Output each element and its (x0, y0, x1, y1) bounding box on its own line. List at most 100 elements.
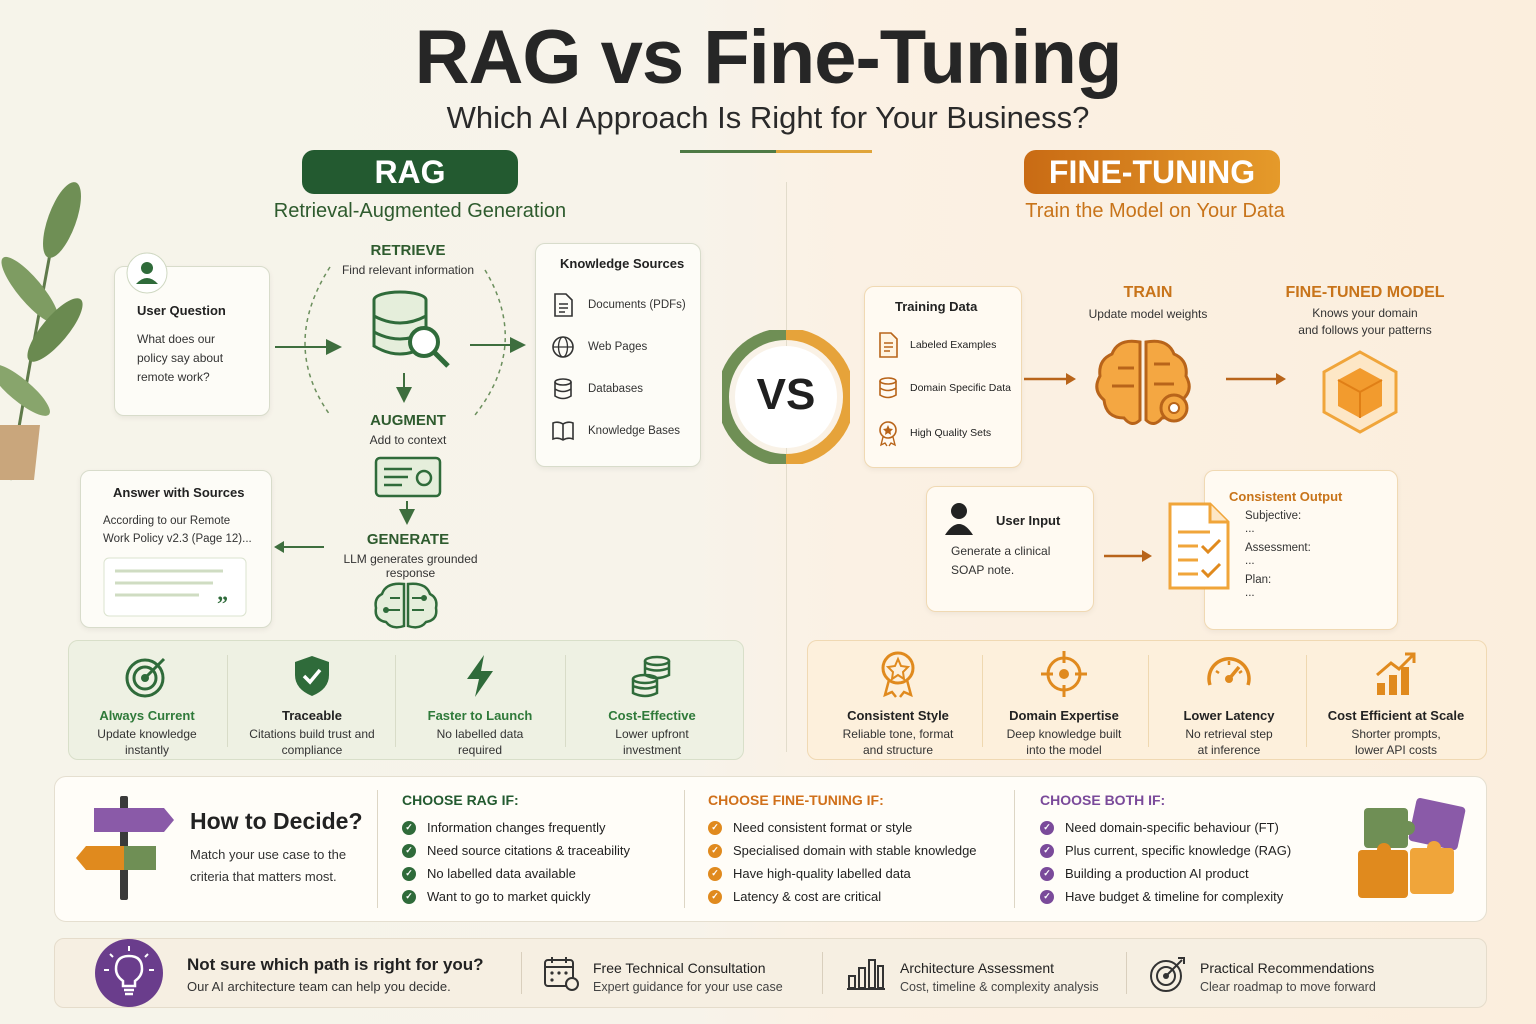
section-divider (786, 182, 787, 752)
footer-item-title: Architecture Assessment (900, 960, 1055, 976)
ft-feature: Domain Expertise Deep knowledge built in… (984, 649, 1144, 758)
user-input-card: User Input Generate a clinical SOAP note… (926, 486, 1094, 612)
quote-box-icon: ” (103, 557, 247, 617)
crosshair-icon (1041, 651, 1087, 697)
title-rule-orange (776, 150, 872, 153)
feature-divider (395, 655, 396, 747)
answer-text: According to our Remote Work Policy v2.3… (103, 515, 252, 545)
check-icon: ✓ (402, 843, 416, 858)
rag-subtitle: Retrieval-Augmented Generation (273, 200, 567, 222)
feature-divider (227, 655, 228, 747)
ft-feature: Consistent Style Reliable tone, format a… (812, 649, 984, 758)
augment-sub: Add to context (369, 433, 447, 447)
knowledge-sources-card: Knowledge Sources Documents (PDFs) Web P… (535, 243, 701, 467)
title-rule-green (680, 150, 776, 153)
generate-sub: LLM generates grounded response (343, 552, 478, 580)
decide-divider (1014, 790, 1015, 908)
check-icon: ✓ (1040, 843, 1054, 858)
database-icon (554, 378, 572, 400)
train-sub: Update model weights (1088, 307, 1208, 321)
check-icon: ✓ (402, 866, 416, 881)
check-icon: ✓ (1040, 889, 1054, 904)
decide-divider (684, 790, 685, 908)
brain-circuit-icon (374, 582, 438, 629)
user-icon (126, 252, 168, 294)
context-card-icon (374, 456, 442, 498)
svg-text:”: ” (217, 591, 228, 616)
bar-chart-icon (847, 959, 885, 990)
knowledge-item: Web Pages (550, 334, 647, 360)
award-badge-icon (879, 421, 897, 447)
check-icon: ✓ (402, 820, 416, 835)
model-title: FINE-TUNED MODEL (1285, 284, 1445, 301)
criteria-item: ✓Latency & cost are critical (708, 885, 977, 908)
footer-divider (1126, 952, 1127, 994)
training-data-title: Training Data (895, 299, 978, 314)
rag-feature: Traceable Citations build trust and comp… (229, 653, 395, 758)
answer-title: Answer with Sources (113, 485, 245, 500)
model-cube-icon (1322, 350, 1398, 434)
criteria-item: ✓Have high-quality labelled data (708, 862, 977, 885)
brain-gear-icon (1095, 339, 1191, 425)
output-line: ... (1245, 555, 1255, 567)
training-item: High Quality Sets (875, 419, 991, 447)
ft-criteria: CHOOSE FINE-TUNING IF: ✓Need consistent … (708, 792, 977, 908)
document-icon (554, 293, 573, 317)
user-input-title: User Input (996, 513, 1061, 528)
feature-divider (1148, 655, 1149, 747)
ft-criteria-head: CHOOSE FINE-TUNING IF: (708, 792, 884, 808)
ft-feature: Lower Latency No retrieval step at infer… (1150, 649, 1308, 758)
bar-growth-icon (1376, 652, 1416, 695)
lightbulb-icon (95, 939, 163, 1007)
output-line: Subjective: (1245, 510, 1302, 522)
footer-item-title: Practical Recommendations (1200, 960, 1375, 976)
criteria-item: ✓Information changes frequently (402, 816, 630, 839)
shield-check-icon (295, 656, 329, 696)
output-title: Consistent Output (1229, 489, 1343, 504)
plant-illustration (0, 182, 83, 481)
coins-icon (631, 655, 671, 698)
model-sub-1: Knows your domain (1312, 306, 1418, 320)
rag-pill: RAG (302, 150, 518, 194)
footer-title: Not sure which path is right for you? (187, 955, 484, 974)
knowledge-item: Databases (550, 376, 643, 402)
puzzle-icon (1358, 798, 1466, 898)
book-icon (552, 421, 574, 441)
vs-label: VS (756, 370, 816, 419)
user-icon (945, 503, 973, 535)
user-input-text: Generate a clinical SOAP note. (951, 544, 1051, 577)
signpost-icon (76, 796, 174, 900)
check-icon: ✓ (708, 866, 722, 881)
footer-item-desc: Clear roadmap to move forward (1200, 980, 1376, 994)
training-item: Labeled Examples (875, 331, 996, 359)
target-icon (125, 657, 166, 698)
lightning-icon (467, 655, 493, 697)
check-icon: ✓ (708, 820, 722, 835)
both-criteria: CHOOSE BOTH IF: ✓Need domain-specific be… (1040, 792, 1291, 908)
knowledge-item: Knowledge Bases (550, 418, 680, 444)
award-badge-icon (881, 651, 915, 698)
feature-divider (1306, 655, 1307, 747)
output-line: ... (1245, 523, 1255, 535)
criteria-item: ✓Specialised domain with stable knowledg… (708, 839, 977, 862)
criteria-item: ✓Building a production AI product (1040, 862, 1291, 885)
footer-panel (54, 938, 1487, 1008)
vs-badge (722, 330, 850, 464)
checklist-document-icon (1168, 502, 1230, 590)
footer-divider (521, 952, 522, 994)
rag-criteria-head: CHOOSE RAG IF: (402, 792, 519, 808)
rag-features-panel: Always Current Update knowledge instantl… (68, 640, 744, 760)
globe-icon (552, 336, 574, 358)
criteria-item: ✓Need source citations & traceability (402, 839, 630, 862)
both-criteria-head: CHOOSE BOTH IF: (1040, 792, 1166, 808)
footer-item-desc: Expert guidance for your use case (593, 980, 783, 994)
check-icon: ✓ (1040, 866, 1054, 881)
training-item: Domain Specific Data (875, 374, 1011, 402)
criteria-item: ✓Need domain-specific behaviour (FT) (1040, 816, 1291, 839)
check-icon: ✓ (708, 843, 722, 858)
augment-title: AUGMENT (370, 412, 446, 429)
footer-divider (822, 952, 823, 994)
user-question-text: What does our policy say about remote wo… (137, 332, 224, 384)
page-subtitle: Which AI Approach Is Right for Your Busi… (446, 100, 1090, 135)
retrieve-sub: Find relevant information (341, 263, 475, 277)
